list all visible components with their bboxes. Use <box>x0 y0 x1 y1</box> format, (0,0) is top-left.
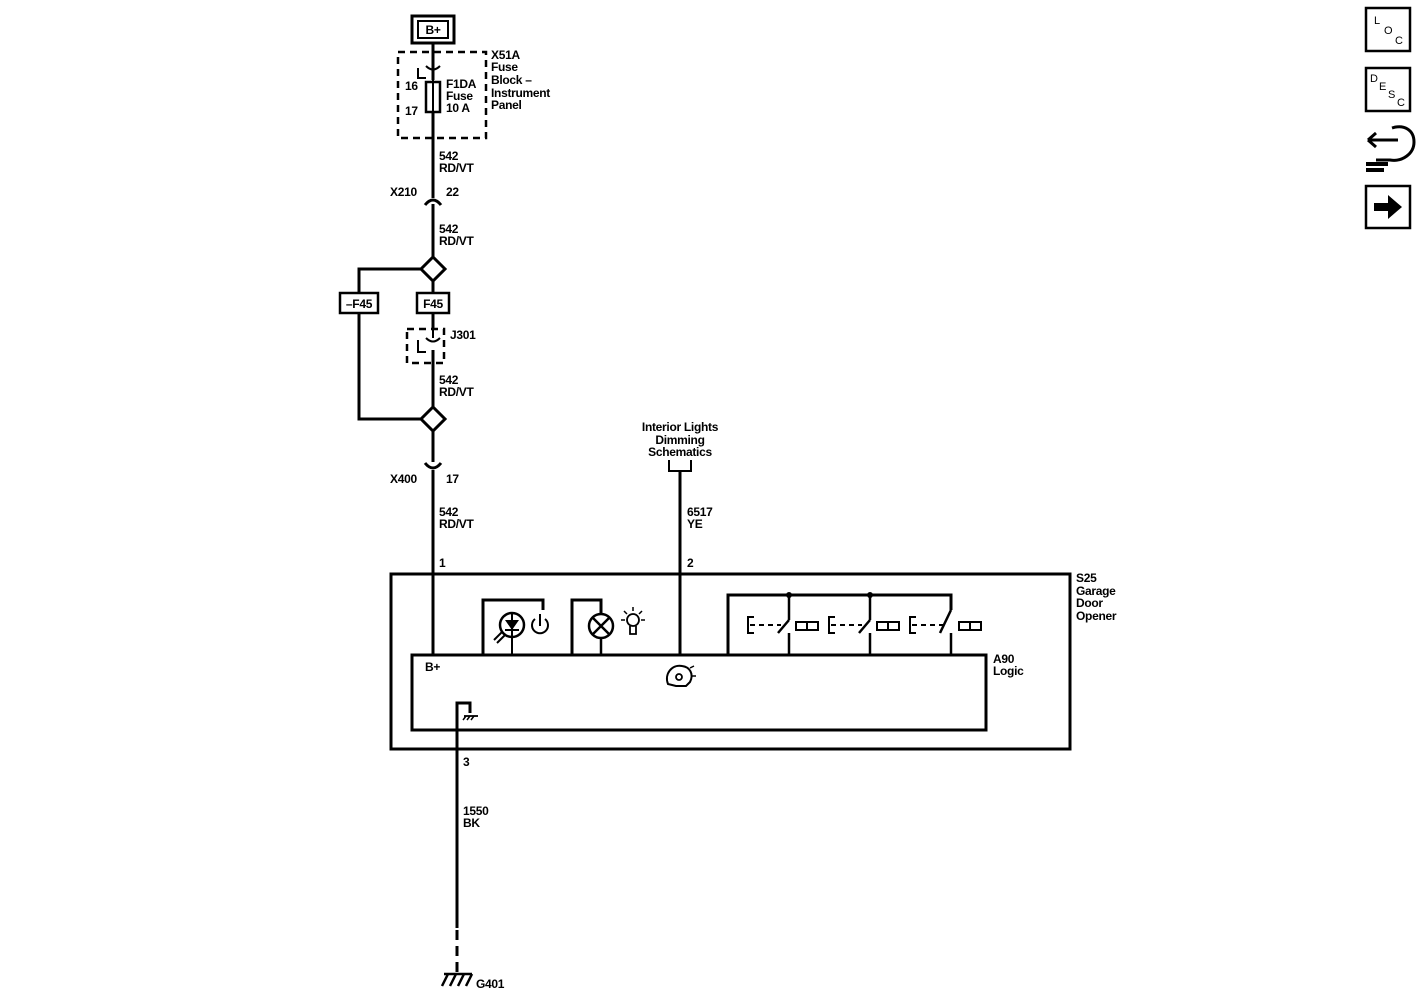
connector-hand-icon[interactable] <box>1366 125 1416 172</box>
svg-text:E: E <box>1379 81 1386 93</box>
switch-1 <box>747 616 819 655</box>
module-a90-logic: B+ <box>410 653 988 732</box>
connector-x400-name: X400 <box>390 472 417 486</box>
module-pin-3: 3 <box>463 755 470 769</box>
fuse-pin-bottom: 17 <box>405 104 418 118</box>
svg-text:1550: 1550 <box>463 804 489 818</box>
dimming-schematic-reference[interactable]: Interior Lights Dimming Schematics <box>642 420 719 472</box>
lamp-indicator <box>570 598 615 655</box>
svg-text:A90: A90 <box>993 652 1015 666</box>
module-s25-garage-door-opener <box>389 572 1072 751</box>
module-pin-2: 2 <box>687 556 694 570</box>
svg-text:Instrument: Instrument <box>491 86 550 100</box>
svg-text:542: 542 <box>439 373 459 387</box>
wire-label-542-a: 542 RD/VT <box>439 149 475 175</box>
fuse-label-line1: F1DA <box>446 77 477 91</box>
led-indicator <box>481 598 545 655</box>
svg-text:F45: F45 <box>423 297 443 311</box>
svg-text:X51A: X51A <box>491 48 520 62</box>
connector-x210-name: X210 <box>390 185 417 199</box>
connector-x400-pin: 17 <box>446 472 459 486</box>
svg-text:S: S <box>1388 89 1395 101</box>
svg-text:Garage: Garage <box>1076 584 1116 598</box>
power-symbol-icon <box>531 614 549 635</box>
svg-text:C: C <box>1397 97 1405 109</box>
module-a90-label: A90 Logic <box>993 652 1024 678</box>
svg-text:RD/VT: RD/VT <box>439 517 474 531</box>
fuse-block-name: X51A Fuse Block – Instrument Panel <box>491 48 551 112</box>
svg-text:Schematics: Schematics <box>648 445 712 459</box>
option-box-f45: F45 <box>415 291 451 315</box>
svg-text:542: 542 <box>439 149 459 163</box>
fuse-label-line2: Fuse <box>446 89 473 103</box>
svg-text:Fuse: Fuse <box>491 60 518 74</box>
connector-x400: X400 17 <box>390 462 460 486</box>
svg-text:542: 542 <box>439 505 459 519</box>
wire-label-6517: 6517 YE <box>687 505 713 531</box>
fuse-pin-top: 16 <box>405 79 418 93</box>
svg-text:YE: YE <box>687 517 703 531</box>
svg-text:Dimming: Dimming <box>655 433 704 447</box>
fuse-block-x51a: 16 17 F1DA Fuse 10 A <box>396 50 488 140</box>
svg-text:Panel: Panel <box>491 98 522 112</box>
module-pin-1: 1 <box>439 556 446 570</box>
next-arrow-button[interactable] <box>1364 184 1412 230</box>
module-s25-label: S25 Garage Door Opener <box>1076 571 1117 623</box>
svg-text:C: C <box>1395 35 1403 47</box>
option-box-not-f45: –F45 <box>338 291 380 315</box>
location-button[interactable]: L O C <box>1364 6 1412 53</box>
wire-label-542-c: 542 RD/VT <box>439 373 475 399</box>
svg-text:BK: BK <box>463 816 480 830</box>
svg-text:O: O <box>1384 25 1393 37</box>
power-source-bplus: B+ <box>410 14 456 45</box>
button-switch-bank <box>726 592 953 655</box>
ground-g401-label: G401 <box>476 977 505 991</box>
fuse-label-line3: 10 A <box>446 101 470 115</box>
wire-label-542-b: 542 RD/VT <box>439 222 475 248</box>
svg-text:Logic: Logic <box>993 664 1024 678</box>
svg-text:Block –: Block – <box>491 73 532 87</box>
switch-3 <box>909 609 982 655</box>
svg-text:RD/VT: RD/VT <box>439 234 474 248</box>
svg-text:Opener: Opener <box>1076 609 1117 623</box>
description-button[interactable]: D E S C <box>1364 66 1412 113</box>
option-split-bottom <box>418 404 448 434</box>
light-bulb-icon <box>621 607 645 635</box>
svg-text:L: L <box>1374 15 1380 27</box>
svg-text:Interior Lights: Interior Lights <box>642 420 719 434</box>
option-split-top <box>418 254 448 284</box>
svg-text:RD/VT: RD/VT <box>439 161 474 175</box>
connector-x210: X210 22 <box>390 185 460 206</box>
connector-x210-pin: 22 <box>446 185 459 199</box>
wire-label-542-d: 542 RD/VT <box>439 505 475 531</box>
svg-text:–F45: –F45 <box>346 297 373 311</box>
svg-text:542: 542 <box>439 222 459 236</box>
module-a90-bplus: B+ <box>425 660 440 674</box>
jumper-label: J301 <box>450 328 476 342</box>
ground-g401: G401 <box>440 972 505 991</box>
serial-data-icon <box>666 664 696 687</box>
power-source-label: B+ <box>425 23 440 37</box>
svg-text:D: D <box>1370 73 1378 85</box>
svg-text:6517: 6517 <box>687 505 713 519</box>
jumper-j301: J301 <box>405 327 476 365</box>
svg-text:RD/VT: RD/VT <box>439 385 474 399</box>
svg-text:S25: S25 <box>1076 571 1097 585</box>
switch-2 <box>828 616 900 655</box>
svg-text:Door: Door <box>1076 596 1103 610</box>
wire-label-1550: 1550 BK <box>463 804 489 830</box>
